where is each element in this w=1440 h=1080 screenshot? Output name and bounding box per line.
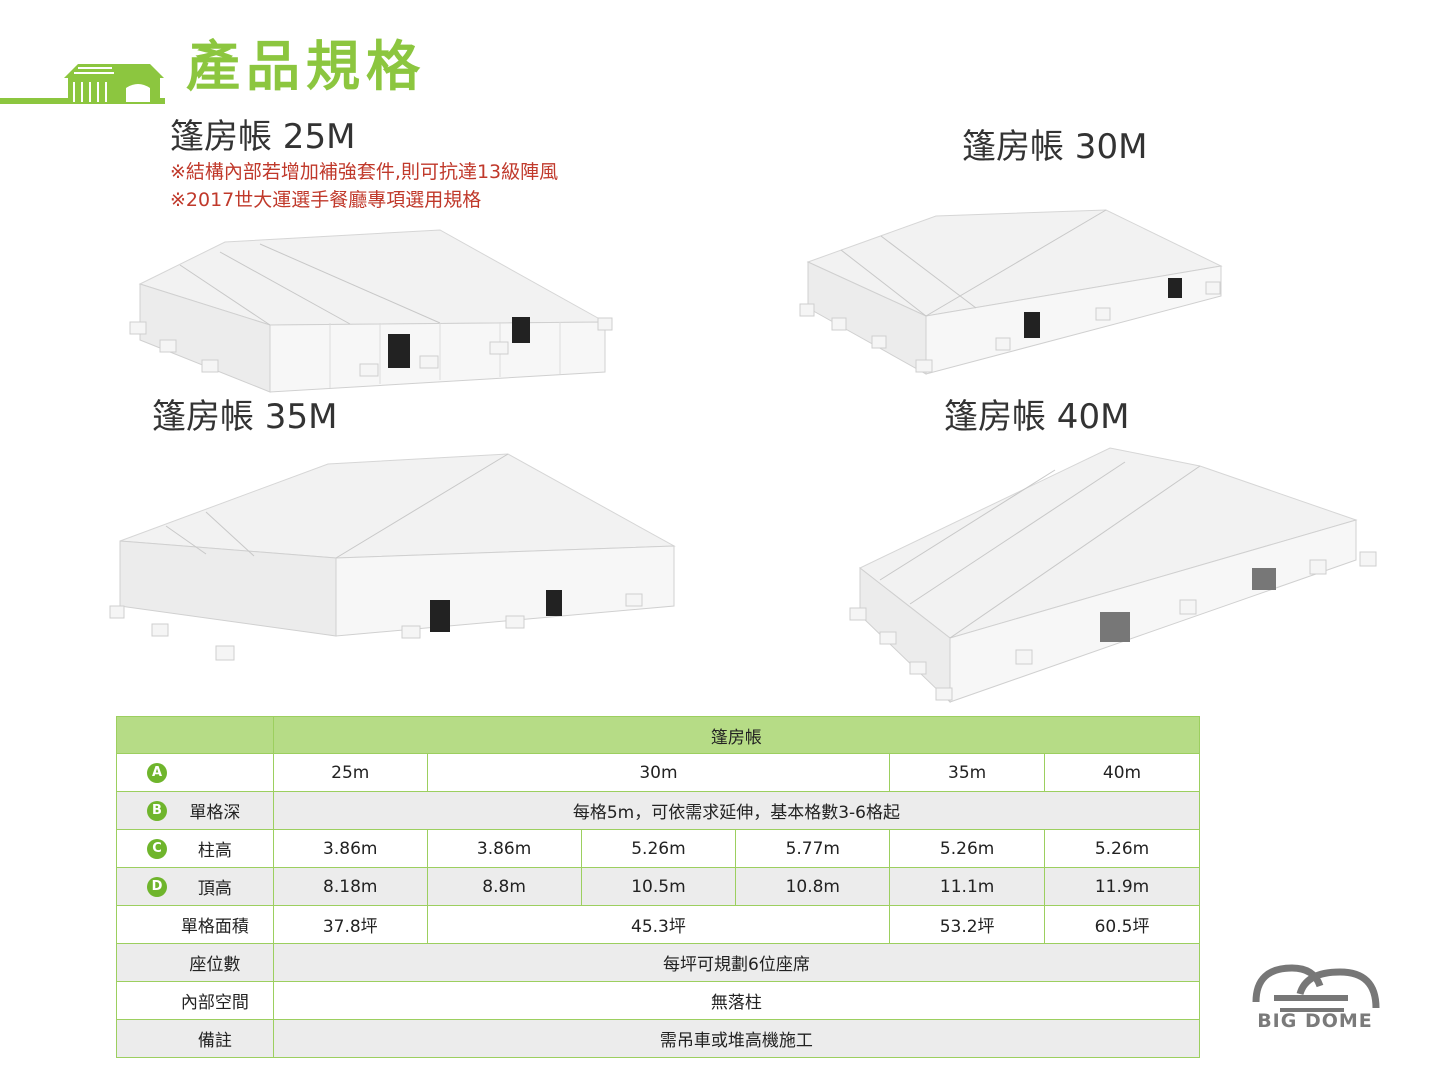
table-cell: 40m <box>1044 753 1200 792</box>
table-row-a: A 25m 30m 35m 40m <box>116 753 1200 792</box>
table-cell: 8.8m <box>426 867 582 906</box>
table-cell: 每坪可規劃6位座席 <box>272 943 1201 982</box>
big-dome-logo-icon <box>1252 964 1380 1012</box>
tent-25m-title: 篷房帳 25M <box>170 117 356 157</box>
table-cell: 25m <box>272 753 428 792</box>
table-cell: 8.18m <box>272 867 428 906</box>
badge-c-icon: C <box>147 838 167 859</box>
table-cell: 每格5m，可依需求延伸，基本格數3-6格起 <box>272 791 1201 830</box>
tent-40m-image <box>849 447 1377 704</box>
table-row-seats: 座位數 每坪可規劃6位座席 <box>116 943 1201 982</box>
table-row-area: 單格面積 37.8坪 45.3坪 53.2坪 60.5坪 <box>116 905 1200 944</box>
row-b-label: B 單格深 <box>116 791 274 830</box>
table-row-space: 內部空間 無落柱 <box>116 981 1201 1020</box>
tent-logo-icon <box>64 64 164 102</box>
page-title: 產品規格 <box>186 35 426 98</box>
row-label-text: 單格面積 <box>180 917 249 937</box>
row-label-text: 內部空間 <box>180 993 249 1013</box>
table-header-cell: 篷房帳 <box>272 716 1201 754</box>
table-cell: 30m <box>426 753 891 792</box>
tent-40m-title: 篷房帳 40M <box>944 397 1130 437</box>
row-label-text: 頂高 <box>197 879 232 899</box>
row-space-label: 內部空間 <box>116 981 274 1020</box>
table-cell: 10.8m <box>735 867 891 906</box>
table-cell: 5.26m <box>889 829 1046 868</box>
table-cell: 11.1m <box>889 867 1046 906</box>
tent-25m-note-2: ※2017世大運選手餐廳專項選用規格 <box>170 189 482 211</box>
table-cell: 無落柱 <box>272 981 1201 1020</box>
badge-d-icon: D <box>147 876 167 897</box>
table-cell: 5.26m <box>580 829 737 868</box>
row-c-label: C 柱高 <box>116 829 274 868</box>
table-cell: 53.2坪 <box>889 905 1046 944</box>
table-cell: 需吊車或堆高機施工 <box>272 1019 1201 1058</box>
table-row-d: D 頂高 8.18m 8.8m 10.5m 10.8m 11.1m 11.9m <box>116 867 1200 906</box>
table-cell: 10.5m <box>580 867 737 906</box>
row-d-label: D 頂高 <box>116 867 274 906</box>
table-header-row: 篷房帳 <box>116 716 1201 754</box>
tent-30m-image <box>799 209 1223 375</box>
table-row-remark: 備註 需吊車或堆高機施工 <box>116 1019 1201 1058</box>
tent-30m-title: 篷房帳 30M <box>962 127 1148 167</box>
logo-text: BIG DOME <box>1257 1010 1373 1032</box>
table-cell: 11.9m <box>1044 867 1200 906</box>
row-label-text: 柱高 <box>197 841 232 861</box>
row-label-text: 單格深 <box>189 803 241 823</box>
badge-a-icon: A <box>147 762 167 783</box>
table-row-b: B 單格深 每格5m，可依需求延伸，基本格數3-6格起 <box>116 791 1201 830</box>
table-cell: 35m <box>889 753 1046 792</box>
table-cell: 5.77m <box>735 829 891 868</box>
badge-b-icon: B <box>147 800 167 821</box>
header-empty-cell <box>116 716 274 754</box>
row-seats-label: 座位數 <box>116 943 274 982</box>
table-cell: 3.86m <box>272 829 428 868</box>
table-cell: 5.26m <box>1044 829 1200 868</box>
table-cell: 3.86m <box>426 829 582 868</box>
table-row-c: C 柱高 3.86m 3.86m 5.26m 5.77m 5.26m 5.26m <box>116 829 1200 868</box>
spec-table: 篷房帳 A 25m 30m 35m 40m B 單格深 每格5m，可依需求延伸，基… <box>116 716 1201 1058</box>
row-label-text: 備註 <box>197 1031 232 1051</box>
tent-25m-image <box>129 229 613 393</box>
row-a-label: A <box>116 753 274 792</box>
tent-35m-title: 篷房帳 35M <box>152 397 338 437</box>
row-label-text: 座位數 <box>189 955 241 975</box>
table-cell: 37.8坪 <box>272 905 428 944</box>
table-cell: 45.3坪 <box>426 905 891 944</box>
table-cell: 60.5坪 <box>1044 905 1200 944</box>
tent-35m-image <box>109 453 676 661</box>
row-area-label: 單格面積 <box>116 905 274 944</box>
tent-25m-note-1: ※結構內部若增加補強套件,則可抗達13級陣風 <box>170 161 559 183</box>
row-remark-label: 備註 <box>116 1019 274 1058</box>
